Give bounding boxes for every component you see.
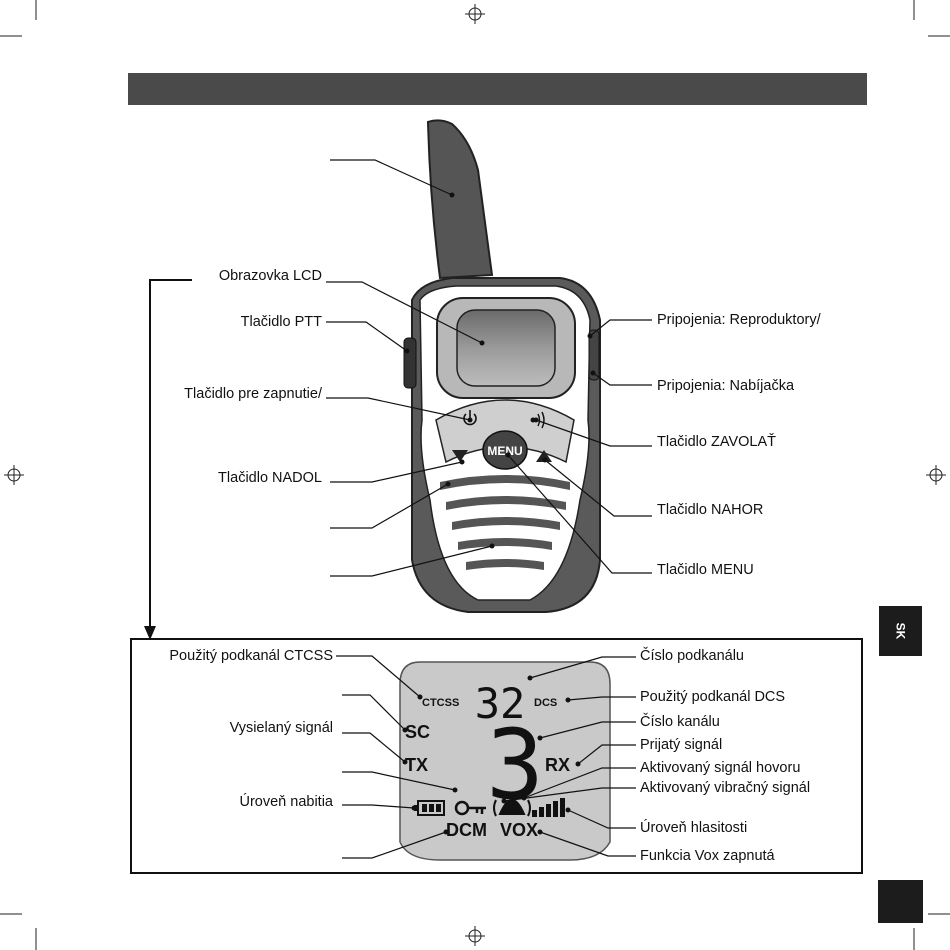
lcd-screen (456, 309, 556, 387)
label-up-button: Tlačidlo NAHOR (657, 502, 764, 518)
label-menu-button: Tlačidlo MENU (657, 562, 754, 578)
lcd-tx-text: TX (405, 755, 428, 775)
label-charger-jack: Pripojenia: Nabíjačka (657, 378, 795, 394)
label-vox-on: Funkcia Vox zapnutá (640, 848, 775, 864)
lcd-vox-text: VOX (500, 820, 538, 840)
lcd-ctcss-text: CTCSS (422, 697, 459, 709)
label-subchannel-number: Číslo podkanálu (640, 648, 744, 664)
label-speaker-jack: Pripojenia: Reproduktory/ (657, 312, 821, 328)
registration-mark-left (4, 465, 24, 485)
key-lock-icon (454, 800, 486, 816)
label-down-button: Tlačidlo NADOL (218, 470, 322, 486)
jack-shape (588, 329, 600, 381)
label-ptt-button: Tlačidlo PTT (240, 314, 322, 330)
power-icon (463, 410, 477, 426)
detail-arrow-line (149, 279, 192, 628)
up-arrow-icon (536, 450, 552, 462)
page-number-block (878, 880, 923, 923)
antenna (426, 119, 494, 280)
label-rx-signal: Prijatý signál (640, 737, 723, 753)
lcd-dcs-text: DCS (534, 697, 557, 709)
down-arrow-icon (452, 450, 468, 462)
menu-button-shape (482, 430, 528, 470)
menu-key-label: MENU (487, 444, 522, 458)
registration-mark-bottom (465, 926, 485, 946)
label-call-signal: Aktivovaný signál hovoru (640, 760, 801, 776)
label-ctcss-used: Použitý podkanál CTCSS (169, 648, 333, 664)
label-call-button: Tlačidlo ZAVOLAŤ (657, 434, 776, 450)
lcd-sc-text: SC (405, 722, 430, 742)
speaker-grill (440, 475, 570, 570)
label-volume-level: Úroveň hlasitosti (640, 820, 748, 836)
label-power-button: Tlačidlo pre zapnutie/ (184, 386, 322, 402)
lcd-dcm-text: DCM (446, 820, 487, 840)
label-tx-signal: Vysielaný signál (229, 720, 333, 736)
registration-mark-right (926, 465, 946, 485)
section-title-bar (128, 73, 867, 105)
label-dcs-used: Použitý podkanál DCS (640, 689, 786, 705)
lcd-subchannel-digits: 32 (475, 679, 526, 728)
label-vibrate-signal: Aktivovaný vibračný signál (640, 780, 811, 796)
label-lcd-screen: Obrazovka LCD (218, 268, 322, 284)
registration-mark-top (465, 4, 485, 24)
volume-bars-icon (532, 798, 565, 817)
language-tab: SK (879, 606, 922, 656)
label-battery-level: Úroveň nabitia (239, 794, 334, 810)
detail-arrow-head (144, 626, 156, 640)
lcd-rx-text: RX (545, 755, 570, 775)
lcd-detail-frame (130, 638, 863, 874)
label-channel-number: Číslo kanálu (640, 714, 720, 730)
